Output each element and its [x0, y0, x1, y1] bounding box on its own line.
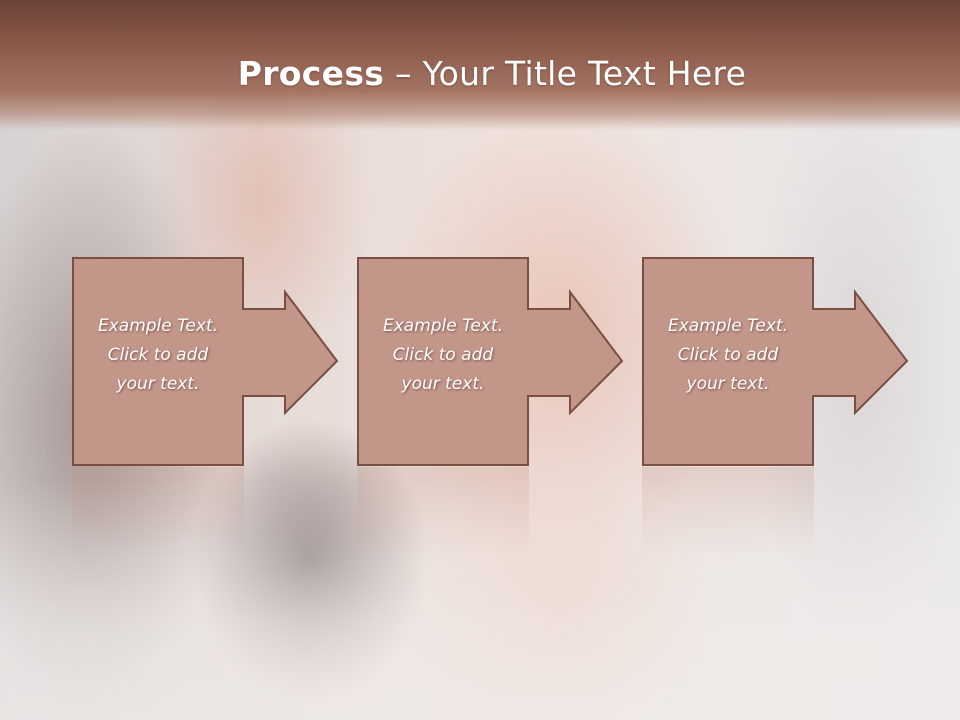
step-2-text[interactable]: Example Text. Click to add your text.: [382, 316, 504, 394]
step-arrow-shape: [72, 257, 339, 466]
title-regular-part: – Your Title Text Here: [384, 54, 747, 93]
step-3-text[interactable]: Example Text. Click to add your text.: [667, 316, 789, 394]
step-1-reflection: [72, 467, 244, 557]
background-fade: [0, 480, 960, 720]
title-bold-part: Process: [237, 54, 385, 93]
title-band: [0, 0, 960, 130]
step-2-reflection: [357, 467, 529, 557]
step-1-text[interactable]: Example Text. Click to add your text.: [97, 316, 219, 394]
slide-title[interactable]: Process – Your Title Text Here: [0, 52, 960, 96]
step-arrow-shape: [357, 257, 624, 466]
step-arrow-shape: [642, 257, 909, 466]
step-3-reflection: [642, 467, 814, 557]
